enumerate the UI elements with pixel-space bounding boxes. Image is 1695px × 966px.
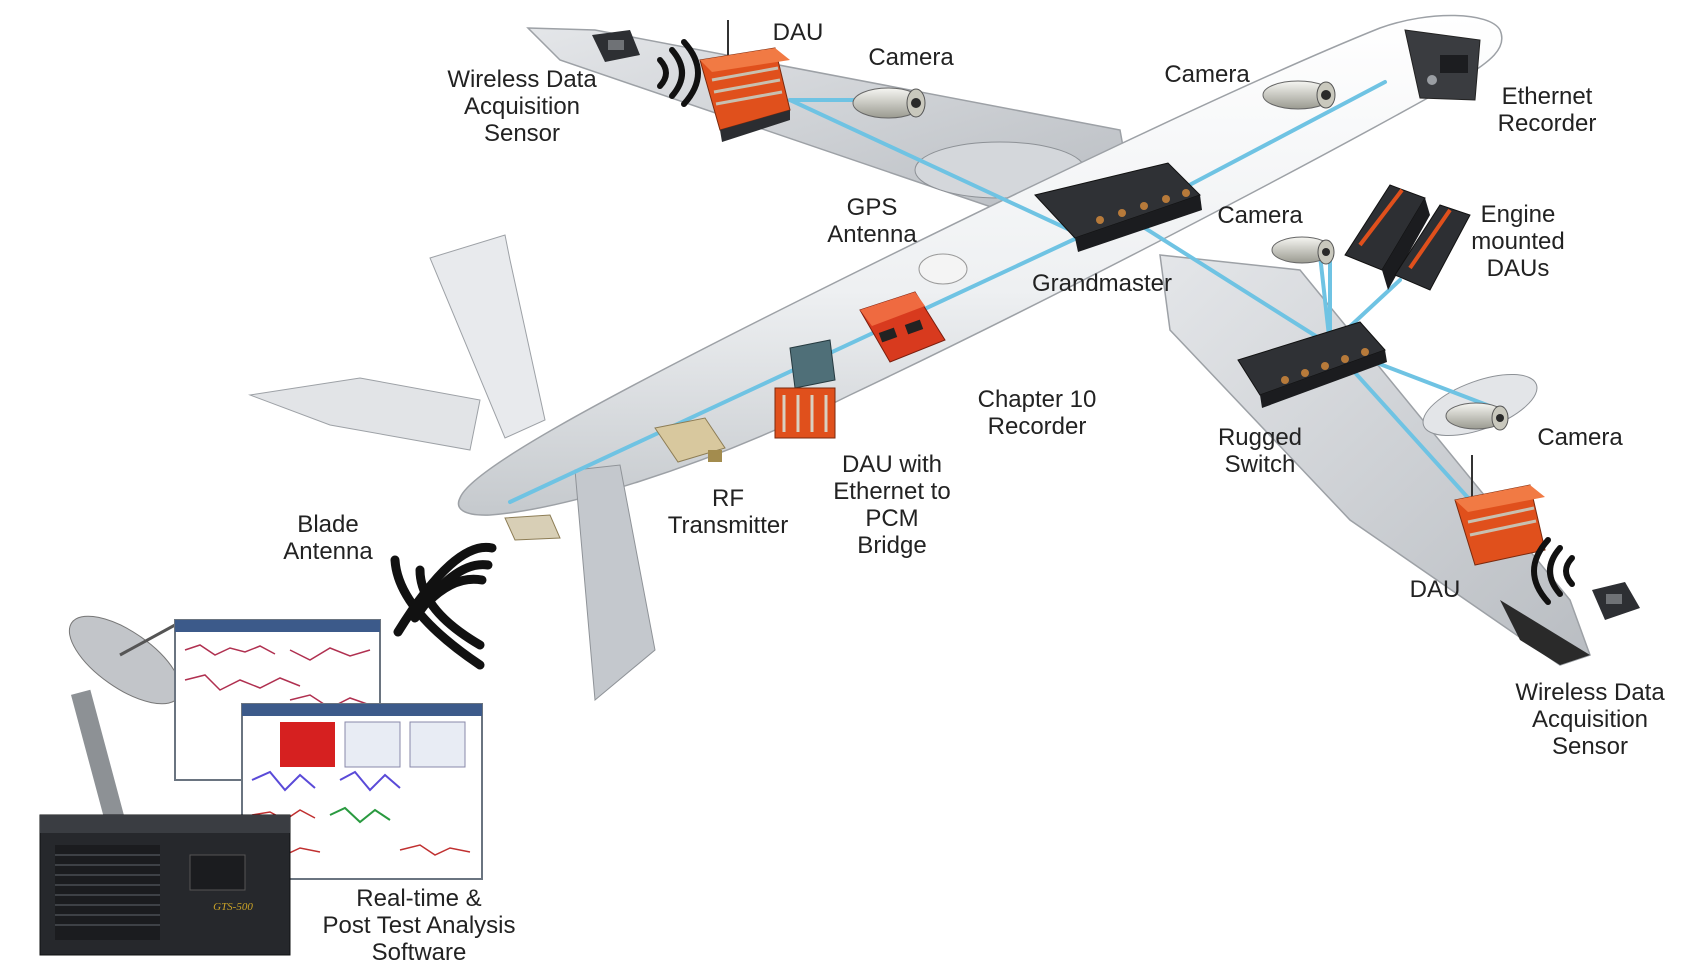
label-ethernet-recorder: Ethernet Recorder xyxy=(1497,83,1597,137)
label-wireless-bottom: Wireless Data Acquisition Sensor xyxy=(1515,679,1665,760)
blade-antenna-device xyxy=(504,514,561,541)
grandmaster-device xyxy=(1034,162,1202,252)
camera-icon xyxy=(1271,236,1335,265)
wireless-signal-icon xyxy=(657,39,701,107)
label-dau-bottom: DAU xyxy=(1409,576,1461,603)
label-dau-top: DAU xyxy=(772,19,824,46)
engine-daus-device xyxy=(1344,184,1471,291)
label-grandmaster: Grandmaster xyxy=(1031,270,1173,297)
gps-dome-icon xyxy=(918,253,968,285)
label-camera-left-wing: Camera xyxy=(868,44,954,71)
label-rugged-switch: Rugged Switch xyxy=(1217,424,1303,478)
wireless-signal-icon xyxy=(390,542,497,670)
rf-transmitter-device xyxy=(654,417,726,463)
label-rf-transmitter: RF Transmitter xyxy=(667,485,789,539)
label-camera-nose: Camera xyxy=(1164,61,1250,88)
wireless-sensor-top xyxy=(592,30,640,62)
label-blade-antenna: Blade Antenna xyxy=(283,511,373,565)
gts-badge: GTS-500 xyxy=(213,901,253,913)
chapter10-recorder-device xyxy=(859,291,946,363)
gts-server xyxy=(39,814,291,956)
label-gps-antenna: GPS Antenna xyxy=(827,194,917,248)
dau-bottom-device xyxy=(1454,455,1546,566)
tail-horizontal-near xyxy=(574,464,656,701)
rugged-switch-device xyxy=(1237,321,1387,408)
label-wireless-top: Wireless Data Acquisition Sensor xyxy=(447,66,597,147)
vertical-fin xyxy=(429,234,546,439)
right-wing-shadow xyxy=(1500,600,1590,665)
wireless-sensor-bottom xyxy=(1592,582,1640,620)
tail-horizontal-far xyxy=(248,377,481,451)
fuselage xyxy=(457,14,1503,516)
wireless-signal-icon xyxy=(1531,537,1575,605)
satellite-dish-icon xyxy=(68,615,182,826)
label-dau-pcm-bridge: DAU with Ethernet to PCM Bridge xyxy=(833,451,951,559)
ethernet-recorder-device xyxy=(1404,29,1481,101)
label-chapter10-recorder: Chapter 10 Recorder xyxy=(977,386,1097,440)
analysis-software-screen-front xyxy=(241,703,483,880)
label-engine-daus: Engine mounted DAUs xyxy=(1471,201,1565,282)
camera-icon xyxy=(852,87,926,119)
camera-icon xyxy=(1262,80,1336,110)
label-software: Real-time & Post Test Analysis Software xyxy=(322,885,516,966)
label-camera-right-engine: Camera xyxy=(1217,202,1303,229)
camera-icon xyxy=(1445,402,1509,431)
label-camera-right-wing: Camera xyxy=(1537,424,1623,451)
dau-top-device xyxy=(699,20,791,142)
dau-pcm-bridge-device xyxy=(774,339,836,439)
